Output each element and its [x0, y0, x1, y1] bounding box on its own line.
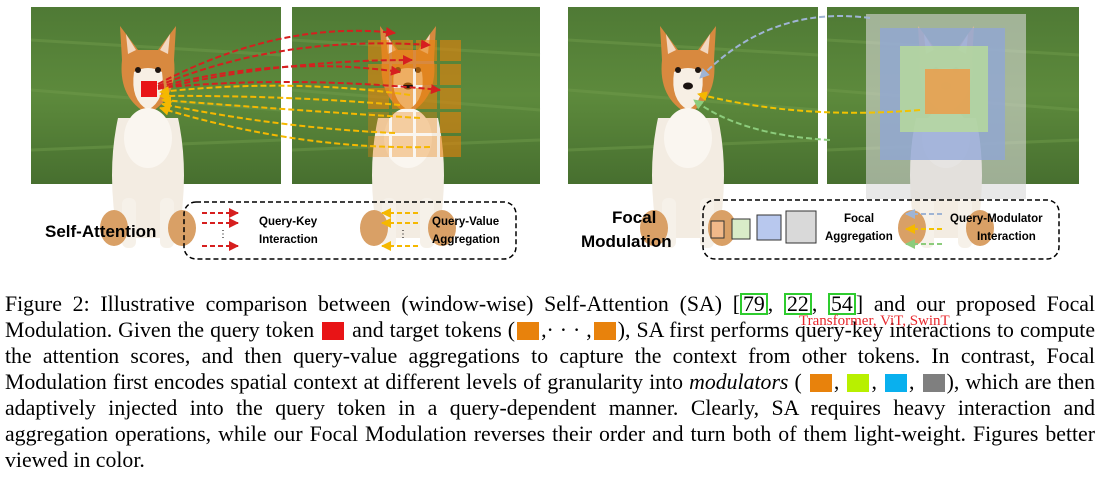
sa-query-token: [141, 81, 157, 97]
fm-legend-box: [702, 199, 1060, 260]
fm-legend-fa-label-2: Aggregation: [825, 231, 893, 243]
sa-target-token: [368, 112, 389, 133]
sa-legend-qv-label-1: Query-Value: [432, 216, 499, 228]
caption-text-5: (: [794, 370, 802, 394]
figure-caption: Figure 2: Illustrative comparison betwee…: [5, 292, 1096, 472]
sa-target-token: [392, 88, 413, 109]
fm-focal-levels: [866, 14, 1026, 199]
fm-legend-fa-label-1: Focal: [844, 213, 874, 225]
fm-title-1: Focal: [612, 208, 656, 227]
sa-legend-qv-label-2: Aggregation: [432, 234, 500, 246]
sa-target-token: [416, 112, 437, 133]
figure-illustration: Self-Attention ⋮ Query-Key Interaction ⋮…: [30, 7, 1080, 260]
sa-target-token: [440, 112, 461, 133]
modulator-swatch-gray: [922, 374, 945, 392]
svg-text:⋮: ⋮: [218, 229, 228, 240]
caption-ellipsis: ,· · · ,: [541, 318, 592, 342]
citation-54[interactable]: 54: [828, 293, 856, 315]
sa-target-token: [368, 88, 389, 109]
citation-tooltip-note: Transformer, ViT, SwinT: [799, 313, 950, 329]
sa-query-value-arrows: [159, 84, 431, 149]
sa-legend-qk-label-1: Query-Key: [259, 216, 318, 228]
caption-label: Figure 2:: [5, 292, 90, 316]
sa-legend-qv-arrows: [381, 208, 418, 251]
sa-target-token: [416, 64, 437, 85]
sa-target-token: [392, 64, 413, 85]
citation-22[interactable]: 22: [784, 293, 812, 315]
sa-target-token: [440, 40, 461, 61]
fm-query-modulator-arrows: [693, 15, 921, 141]
svg-text:⋮: ⋮: [398, 229, 408, 240]
fm-legend-qm-label-1: Query-Modulator: [950, 213, 1043, 225]
fm-legend-qm-label-2: Interaction: [977, 231, 1036, 243]
sa-legend-qk-label-2: Interaction: [259, 234, 318, 246]
query-token-swatch: [322, 322, 345, 340]
fm-legend-level-swatches: [710, 210, 817, 244]
sa-title: Self-Attention: [45, 222, 156, 241]
sa-legend-box: [183, 201, 517, 260]
modulator-swatch-orange: [809, 374, 832, 392]
sa-target-token: [368, 64, 389, 85]
target-token-swatch-1: [517, 322, 540, 340]
sa-target-token: [368, 40, 389, 61]
sa-target-token: [416, 88, 437, 109]
caption-italic-modulators: modulators: [689, 370, 789, 394]
modulator-swatch-lime: [847, 374, 870, 392]
caption-text-6: ), which are then adaptively injected in…: [5, 370, 1096, 472]
sa-target-token: [440, 136, 461, 157]
caption-text-1: Illustrative comparison between (window-…: [100, 292, 740, 316]
caption-text-2: ] and our proposed Focal Modulation. Giv…: [5, 292, 1095, 342]
fm-legend-qm-arrows: [905, 209, 942, 249]
fm-title-2: Modulation: [581, 232, 672, 251]
sa-left-image: [30, 7, 282, 248]
sa-target-token: [416, 40, 437, 61]
fm-left-image: [567, 7, 819, 248]
sa-target-token: [368, 136, 389, 157]
sa-legend-qk-arrows: [202, 208, 239, 251]
caption-text-4: ), SA first performs query-key interacti…: [5, 318, 1096, 394]
sa-target-token: [392, 112, 413, 133]
caption-text-3: and target tokens (: [352, 318, 516, 342]
modulator-swatch-cyan: [885, 374, 908, 392]
citation-79[interactable]: 79: [740, 293, 768, 315]
sa-target-token: [440, 88, 461, 109]
target-token-swatch-2: [593, 322, 616, 340]
sa-query-key-arrows: [157, 27, 441, 95]
sa-target-token: [440, 64, 461, 85]
